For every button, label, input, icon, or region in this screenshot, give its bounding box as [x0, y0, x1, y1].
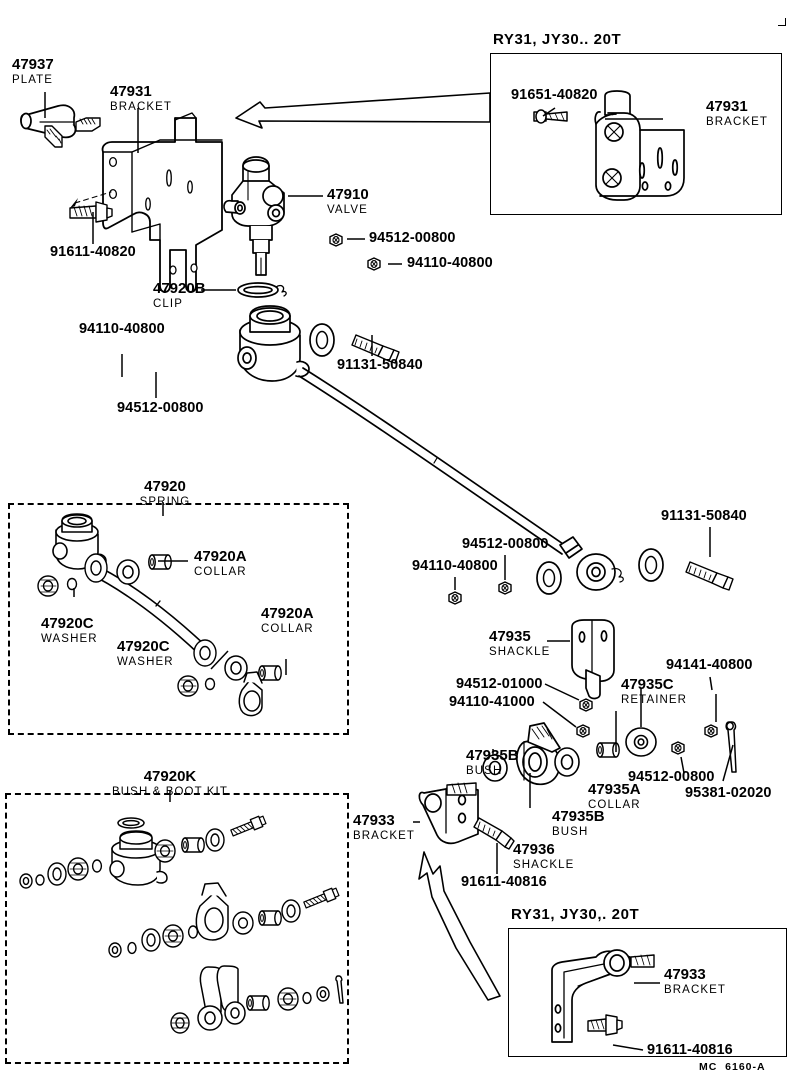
label-washer-94512-00800-c: 94512-00800	[462, 536, 549, 552]
label-bracket-47933-name: BRACKET	[353, 830, 416, 842]
label-washer-94512-01000: 94512-01000	[456, 676, 543, 692]
label-collar-47935a: 47935A COLLAR	[588, 781, 678, 811]
label-pin-95381-02020: 95381-02020	[685, 785, 772, 801]
label-plate: 47937 PLATE	[12, 56, 92, 86]
label-washer-47920c-2: 47920C WASHER	[117, 638, 212, 668]
label-inset-bolt-91651-40820: 91651-40820	[511, 87, 598, 103]
spring-group-box	[8, 503, 349, 735]
label-collar-47920a-1-name: COLLAR	[194, 566, 247, 578]
label-bracket-47931-name: BRACKET	[110, 101, 173, 113]
label-bracket-47931: 47931 BRACKET	[110, 83, 200, 113]
bottom-inset-heading: RY31, JY30,. 20T	[511, 906, 640, 923]
label-collar-47920a-2-code: 47920A	[261, 605, 314, 622]
label-bush-47935b-2: 47935B BUSH	[552, 808, 642, 838]
label-shackle-47935-name: SHACKLE	[489, 646, 551, 658]
label-bracket-47933-code: 47933	[353, 812, 395, 829]
label-inset-bracket-47931-code: 47931	[706, 98, 748, 115]
label-nut-94141-40800: 94141-40800	[666, 657, 753, 673]
label-collar-47920a-2-name: COLLAR	[261, 623, 314, 635]
label-nut-94110-40800-a: 94110-40800	[407, 255, 493, 271]
group-kit-code: 47920K	[143, 768, 197, 785]
label-clip-name: CLIP	[153, 298, 183, 310]
label-plate-name: PLATE	[12, 74, 54, 86]
group-title-bush-boot-kit: 47920K BUSH & BOOT KIT	[100, 768, 240, 798]
label-retainer-47935c: 47935C RETAINER	[621, 676, 721, 706]
label-bracket-47933: 47933 BRACKET	[353, 812, 443, 842]
label-retainer-47935c-code: 47935C	[621, 676, 674, 693]
label-bush-47935b-1-code: 47935B	[466, 747, 519, 764]
label-washer-47920c-2-code: 47920C	[117, 638, 170, 655]
label-bolt-91131-50840-b: 91131-50840	[661, 508, 747, 524]
label-shackle-47935: 47935 SHACKLE	[489, 628, 584, 658]
label-bracket-47931-code: 47931	[110, 83, 152, 100]
label-shackle-47936-name: SHACKLE	[513, 859, 575, 871]
top-inset-heading: RY31, JY30.. 20T	[493, 31, 622, 48]
label-plate-code: 47937	[12, 56, 54, 73]
label-retainer-47935c-name: RETAINER	[621, 694, 688, 706]
label-inset-bracket-47931-name: BRACKET	[706, 116, 769, 128]
figure-reference: MC 6160-A	[699, 1061, 766, 1073]
label-inset-bracket-47931: 47931 BRACKET	[706, 98, 792, 128]
label-clip: 47920B CLIP	[153, 280, 243, 310]
label-inset-bracket-47933-code: 47933	[664, 966, 706, 983]
label-nut-94110-40800-b: 94110-40800	[79, 321, 165, 337]
label-washer-47920c-1: 47920C WASHER	[41, 615, 136, 645]
label-washer-94512-00800-d: 94512-00800	[628, 769, 715, 785]
group-spring-code: 47920	[144, 478, 186, 495]
label-shackle-47935-code: 47935	[489, 628, 531, 645]
label-valve-name: VALVE	[327, 204, 368, 216]
label-collar-47935a-name: COLLAR	[588, 799, 641, 811]
label-bush-47935b-2-code: 47935B	[552, 808, 605, 825]
label-washer-94512-00800-a: 94512-00800	[369, 230, 456, 246]
bush-boot-kit-group-box	[5, 793, 349, 1064]
label-shackle-47936-code: 47936	[513, 841, 555, 858]
label-collar-47935a-code: 47935A	[588, 781, 641, 798]
label-bolt-91611-40820: 91611-40820	[50, 244, 136, 260]
label-collar-47920a-1: 47920A COLLAR	[194, 548, 284, 578]
label-bush-47935b-2-name: BUSH	[552, 826, 589, 838]
crop-mark	[778, 18, 786, 26]
bottom-inset-box	[508, 928, 787, 1057]
label-washer-94512-00800-b: 94512-00800	[117, 400, 204, 416]
group-spring-name: SPRING	[139, 496, 191, 508]
group-kit-name: BUSH & BOOT KIT	[112, 786, 228, 798]
label-valve-code: 47910	[327, 186, 369, 203]
label-washer-47920c-1-name: WASHER	[41, 633, 98, 645]
label-bush-47935b-1-name: BUSH	[466, 765, 503, 777]
label-collar-47920a-1-code: 47920A	[194, 548, 247, 565]
label-washer-47920c-1-code: 47920C	[41, 615, 94, 632]
label-washer-47920c-2-name: WASHER	[117, 656, 174, 668]
label-nut-94110-40800-c: 94110-40800	[412, 558, 498, 574]
label-bolt-91611-40816: 91611-40816	[461, 874, 547, 890]
label-clip-code: 47920B	[153, 280, 206, 297]
label-inset-bolt-91611-40816: 91611-40816	[647, 1042, 733, 1058]
label-inset-bracket-47933: 47933 BRACKET	[664, 966, 754, 996]
label-bush-47935b-1: 47935B BUSH	[466, 747, 556, 777]
label-nut-94110-41000: 94110-41000	[449, 694, 535, 710]
top-inset-box	[490, 53, 782, 215]
label-collar-47920a-2: 47920A COLLAR	[261, 605, 351, 635]
group-title-spring: 47920 SPRING	[105, 478, 225, 508]
label-inset-bracket-47933-name: BRACKET	[664, 984, 727, 996]
label-valve: 47910 VALVE	[327, 186, 407, 216]
label-shackle-47936: 47936 SHACKLE	[513, 841, 608, 871]
label-bolt-91131-50840-a: 91131-50840	[337, 357, 423, 373]
